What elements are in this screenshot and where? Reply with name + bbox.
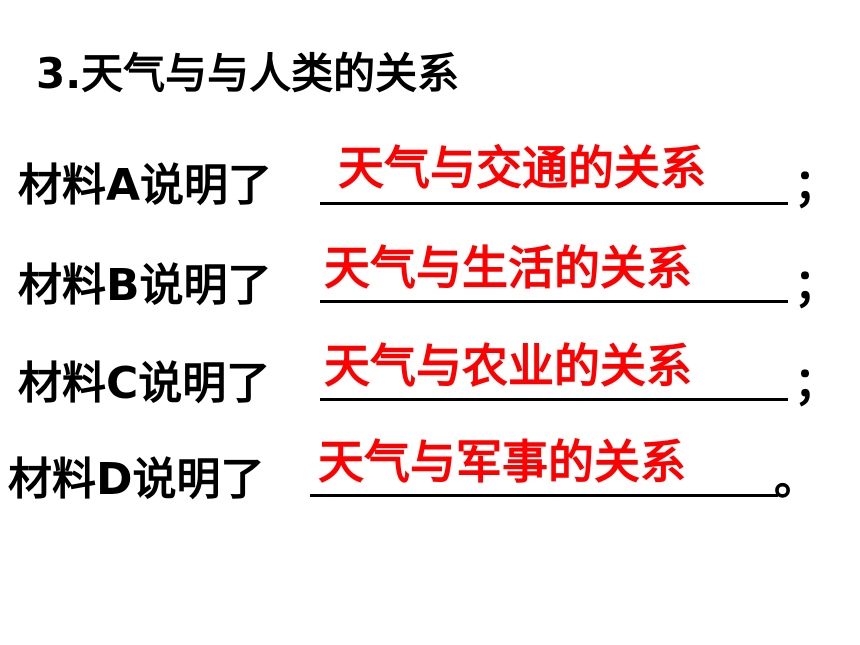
- material-b-prefix: 材料B说明了: [18, 260, 272, 311]
- material-b-answer: 天气与生活的关系: [324, 241, 692, 295]
- material-c-punct: ；: [794, 358, 838, 409]
- material-d-punct: 。: [774, 454, 818, 505]
- material-b-line: 材料B说明了 天气与生活的关系 ；: [18, 238, 848, 318]
- material-d-line: 材料D说明了 天气与军事的关系 。: [8, 432, 848, 512]
- material-b-punct: ；: [794, 260, 838, 311]
- material-a-blank: [320, 202, 788, 205]
- material-b-blank: [320, 300, 788, 303]
- material-d-blank: [310, 494, 778, 497]
- section-title: 3.天气与与人类的关系: [36, 49, 460, 98]
- material-a-line: 材料A说明了 天气与交通的关系 ；: [18, 138, 848, 218]
- material-d-answer: 天气与军事的关系: [318, 435, 686, 489]
- material-c-blank: [320, 398, 788, 401]
- material-c-prefix: 材料C说明了: [18, 358, 271, 409]
- material-a-answer: 天气与交通的关系: [338, 141, 706, 195]
- material-c-line: 材料C说明了 天气与农业的关系 ；: [18, 336, 848, 416]
- material-a-punct: ；: [794, 160, 838, 211]
- material-a-prefix: 材料A说明了: [18, 160, 273, 211]
- material-d-prefix: 材料D说明了: [8, 454, 265, 505]
- material-c-answer: 天气与农业的关系: [324, 339, 692, 393]
